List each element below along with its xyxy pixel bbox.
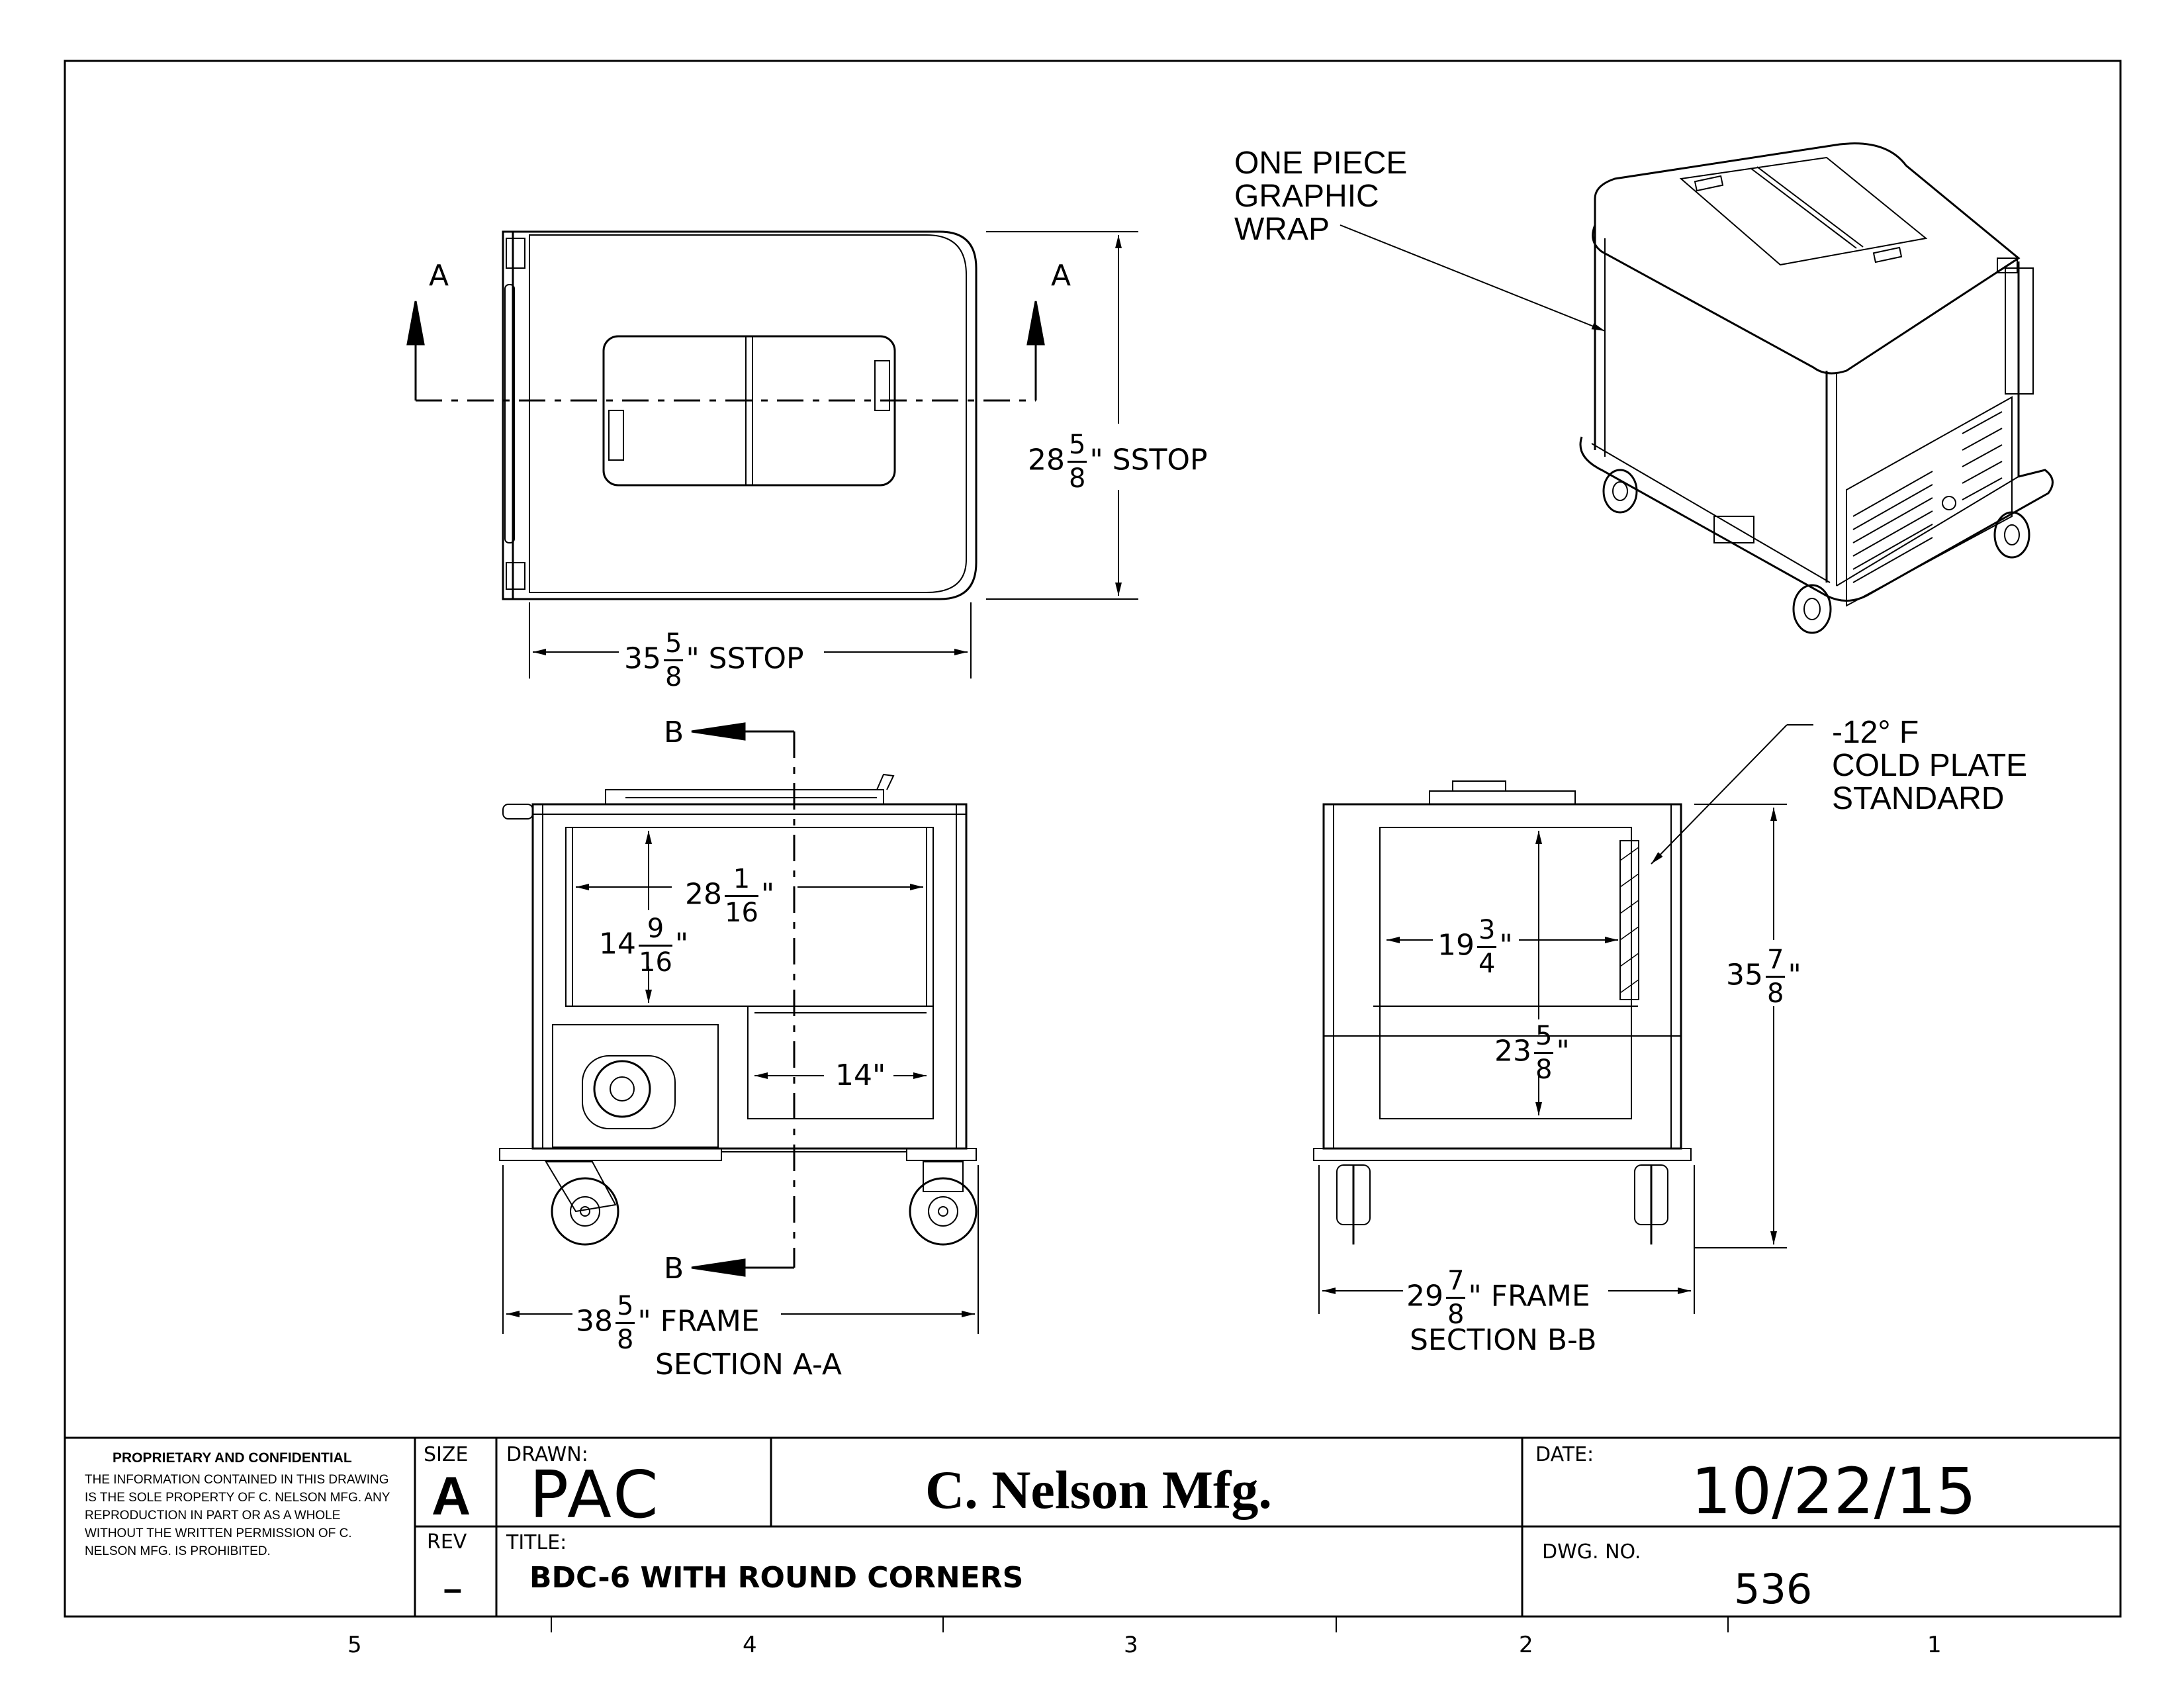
zone-4: 4 bbox=[743, 1632, 757, 1658]
rev-label: REV bbox=[427, 1530, 467, 1554]
drawing-title: BDC-6 WITH ROUND CORNERS bbox=[529, 1561, 1024, 1595]
date-value: 10/22/15 bbox=[1691, 1454, 1977, 1528]
zone-2: 2 bbox=[1519, 1632, 1533, 1658]
zone-ticks bbox=[551, 1617, 1729, 1632]
company-name: C. Nelson Mfg. bbox=[925, 1460, 1272, 1520]
top-view bbox=[406, 230, 1138, 679]
rev-value: – bbox=[443, 1570, 462, 1607]
drawn-label: DRAWN: bbox=[506, 1443, 588, 1466]
zone-1: 1 bbox=[1927, 1632, 1942, 1658]
section-b-view bbox=[1313, 724, 1813, 1314]
confidential-title: PROPRIETARY AND CONFIDENTIAL bbox=[113, 1450, 352, 1466]
section-a-label: SECTION A-A bbox=[655, 1348, 842, 1382]
callout-cold-plate: -12° F COLD PLATE STANDARD bbox=[1832, 715, 2028, 816]
size-label: SIZE bbox=[424, 1443, 469, 1466]
section-a-view bbox=[499, 722, 979, 1334]
section-marker-b-bottom: B bbox=[664, 1252, 684, 1286]
date-label: DATE: bbox=[1535, 1443, 1594, 1466]
dwg-no-value: 536 bbox=[1734, 1565, 1813, 1613]
section-marker-a-right: A bbox=[1051, 259, 1071, 293]
callout-graphic-wrap: ONE PIECE GRAPHIC WRAP bbox=[1234, 146, 1408, 247]
dwg-no-label: DWG. NO. bbox=[1542, 1540, 1641, 1564]
section-marker-b-top: B bbox=[664, 716, 684, 749]
zone-5: 5 bbox=[347, 1632, 362, 1658]
isometric-view bbox=[1340, 142, 2054, 634]
sheet-border bbox=[64, 60, 2122, 1618]
section-b-label: SECTION B-B bbox=[1410, 1323, 1597, 1357]
title-label: TITLE: bbox=[506, 1531, 567, 1554]
dim-section-a-compartment: 14" bbox=[835, 1058, 886, 1092]
section-marker-a-left: A bbox=[429, 259, 449, 293]
confidential-body: THE INFORMATION CONTAINED IN THIS DRAWIN… bbox=[85, 1473, 390, 1558]
title-block-lines bbox=[65, 1436, 2120, 1617]
drawn-value: PAC bbox=[529, 1458, 661, 1533]
size-value: A bbox=[432, 1466, 471, 1526]
zone-3: 3 bbox=[1124, 1632, 1138, 1658]
